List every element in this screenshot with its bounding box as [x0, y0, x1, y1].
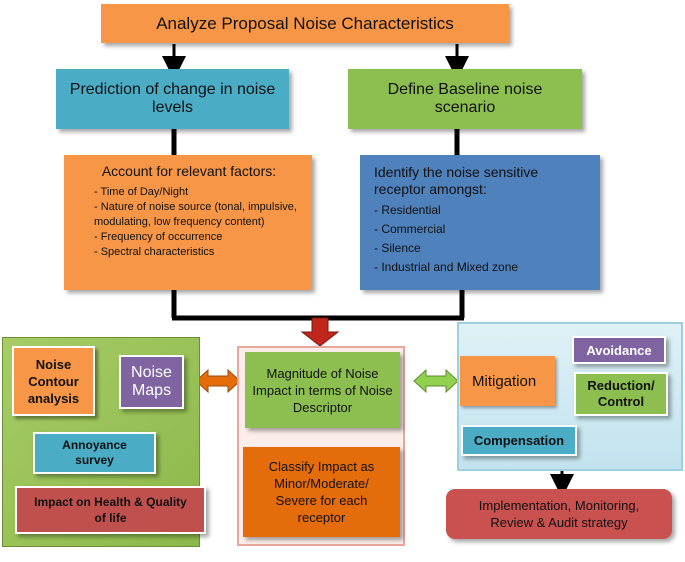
factor-item: - Spectral characteristics — [94, 246, 215, 258]
health-impact-label: Impact on Health & Quality of life — [34, 495, 187, 525]
baseline-box: Define Baseline noise scenario — [348, 69, 582, 129]
health-impact-box: Impact on Health & Quality of life — [15, 486, 206, 534]
receptor-item: - Commercial — [374, 222, 446, 236]
classify-label: Classify Impact as Minor/Moderate/ Sever… — [268, 459, 375, 525]
factors-heading: Account for relevant factors: — [101, 163, 277, 179]
noise-maps-box: Noise Maps — [119, 355, 184, 409]
magnitude-label: Magnitude of Noise Impact in terms of No… — [252, 365, 393, 415]
compensation-box: Compensation — [461, 425, 577, 456]
receptor-box: Identify the noise sensitive receptor am… — [360, 155, 600, 290]
noise-contour-label: Noise Contour analysis — [27, 356, 80, 406]
annoyance-label: Annoyance survey — [62, 438, 127, 467]
baseline-label: Define Baseline noise scenario — [387, 81, 543, 116]
factors-list: - Time of Day/Night - Nature of noise so… — [94, 185, 304, 260]
avoidance-label: Avoidance — [586, 342, 652, 358]
avoidance-box: Avoidance — [572, 336, 666, 364]
compensation-label: Compensation — [473, 433, 565, 448]
noise-maps-label: Noise Maps — [131, 364, 172, 399]
receptor-heading: Identify the noise sensitive receptor am… — [374, 164, 539, 197]
prediction-label: Prediction of change in noise levels — [69, 81, 276, 116]
annoyance-box: Annoyance survey — [33, 432, 156, 474]
noise-contour-box: Noise Contour analysis — [12, 346, 95, 416]
analyze-proposal-box: Analyze Proposal Noise Characteristics — [101, 4, 509, 43]
orange-double-arrow — [195, 368, 241, 394]
factor-item: - Nature of noise source (tonal, impulsi… — [94, 201, 297, 228]
mitigation-label: Mitigation — [472, 372, 537, 390]
prediction-box: Prediction of change in noise levels — [56, 69, 289, 129]
red-down-arrow — [300, 317, 340, 347]
factor-item: - Time of Day/Night — [94, 186, 189, 198]
factor-item: - Frequency of occurrence — [94, 231, 223, 243]
factors-box: Account for relevant factors: - Time of … — [64, 155, 312, 290]
implementation-box: Implementation, Monitoring, Review & Aud… — [446, 489, 672, 539]
classify-box: Classify Impact as Minor/Moderate/ Sever… — [243, 447, 400, 537]
receptor-item: - Industrial and Mixed zone — [374, 260, 519, 274]
reduction-label: Reduction/ Control — [587, 378, 655, 409]
receptor-item: - Silence — [374, 241, 421, 255]
analyze-proposal-label: Analyze Proposal Noise Characteristics — [156, 13, 454, 33]
receptor-item: - Residential — [374, 203, 441, 217]
green-double-arrow — [413, 368, 459, 394]
implementation-label: Implementation, Monitoring, Review & Aud… — [478, 498, 640, 530]
mitigation-box: Mitigation — [460, 356, 555, 406]
receptor-list: - Residential - Commercial - Silence - I… — [374, 201, 518, 277]
magnitude-box: Magnitude of Noise Impact in terms of No… — [245, 352, 400, 428]
reduction-box: Reduction/ Control — [574, 372, 668, 416]
